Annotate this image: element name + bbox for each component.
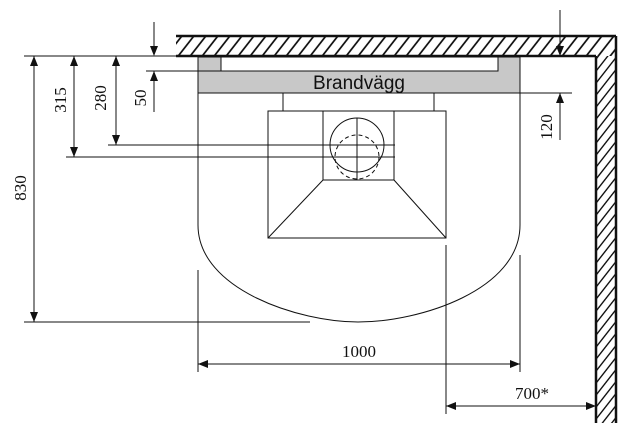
dimension-50-label: 50	[131, 90, 150, 107]
dimension-1000-label: 1000	[342, 342, 376, 361]
dimension-700: 700*	[445, 245, 596, 414]
stove-body	[267, 93, 447, 239]
dimension-830: 830	[11, 55, 310, 323]
dimension-315-label: 315	[51, 87, 70, 113]
firewall: Brandvägg	[197, 56, 521, 94]
dimension-315: 315	[51, 56, 395, 158]
dimension-120: 120	[520, 10, 572, 140]
dimension-120-label: 120	[537, 114, 556, 140]
dimension-280: 280	[91, 56, 395, 146]
floor-plate	[197, 93, 521, 323]
flue-pipe	[329, 117, 385, 180]
dimension-1000: 1000	[197, 255, 521, 372]
firewall-label: Brandvägg	[313, 73, 405, 94]
dimension-50: 50	[131, 22, 221, 112]
wall-right	[594, 36, 618, 423]
dimension-830-label: 830	[11, 175, 30, 201]
wall-top	[176, 34, 616, 58]
dimension-280-label: 280	[91, 85, 110, 111]
dimension-700-label: 700*	[515, 384, 549, 403]
